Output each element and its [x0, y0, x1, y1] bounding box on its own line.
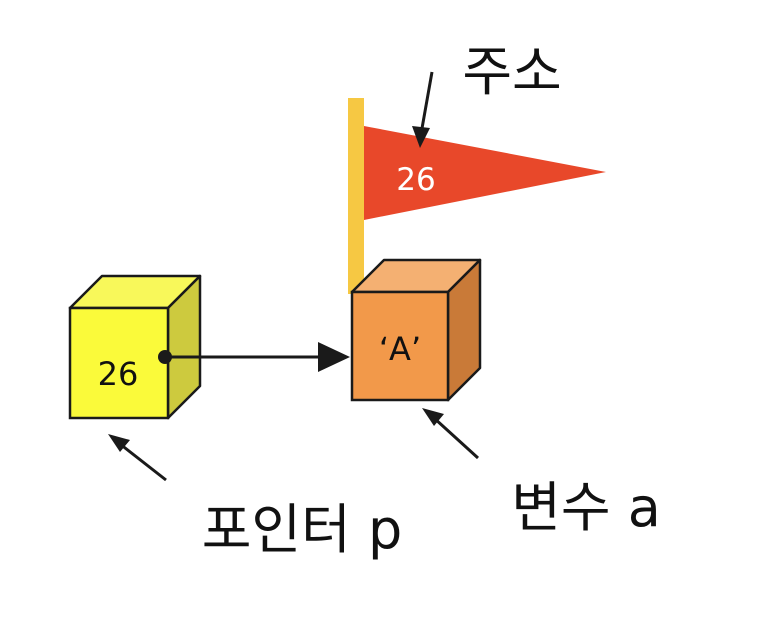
pointer-label-arrow [119, 442, 167, 482]
address-label: 주소 [462, 40, 561, 103]
pointer-label: 포인터 p [202, 498, 402, 561]
flag-value: 26 [396, 162, 435, 198]
pointer-arrow-head [318, 342, 350, 372]
pointer-label-arrow-head [108, 434, 130, 452]
address-flag: 26 [364, 126, 606, 220]
flag-shape [364, 126, 606, 220]
address-arrow [419, 71, 434, 135]
flag-pole [348, 98, 364, 294]
pointer-value: 26 [98, 355, 139, 393]
variable-box-front [350, 290, 450, 402]
variable-value: ‘A’ [379, 330, 421, 368]
pointer-box: 26 [68, 274, 202, 420]
variable-label-arrow-head [422, 408, 444, 426]
pointer-box-front [68, 306, 170, 420]
variable-box: ‘A’ [350, 258, 482, 402]
address-arrow-head [412, 126, 430, 148]
variable-label-arrow [432, 416, 480, 460]
variable-label: 변수 a [511, 476, 661, 539]
